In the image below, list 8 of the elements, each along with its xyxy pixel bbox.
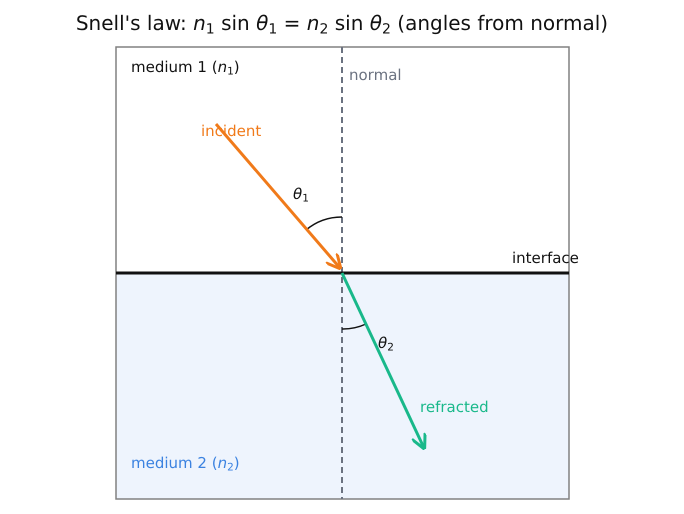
title: Snell's law: n$_{1}$ sin θ$_{1}$ = n$_{2}$ sin θ$_{2}$ (angles from normal) bbox=[74, 11, 610, 38]
normal-label: normal bbox=[349, 66, 402, 84]
ray-label: refracted bbox=[420, 398, 489, 416]
interface-label: interface bbox=[512, 249, 579, 267]
medium-label: medium 1 (n$_{1}$) bbox=[131, 58, 240, 78]
medium-label: medium 2 (n$_{2}$) bbox=[131, 454, 240, 474]
angle-label: θ$_{1}$ bbox=[293, 185, 309, 206]
angle-label: θ$_{2}$ bbox=[378, 334, 394, 354]
